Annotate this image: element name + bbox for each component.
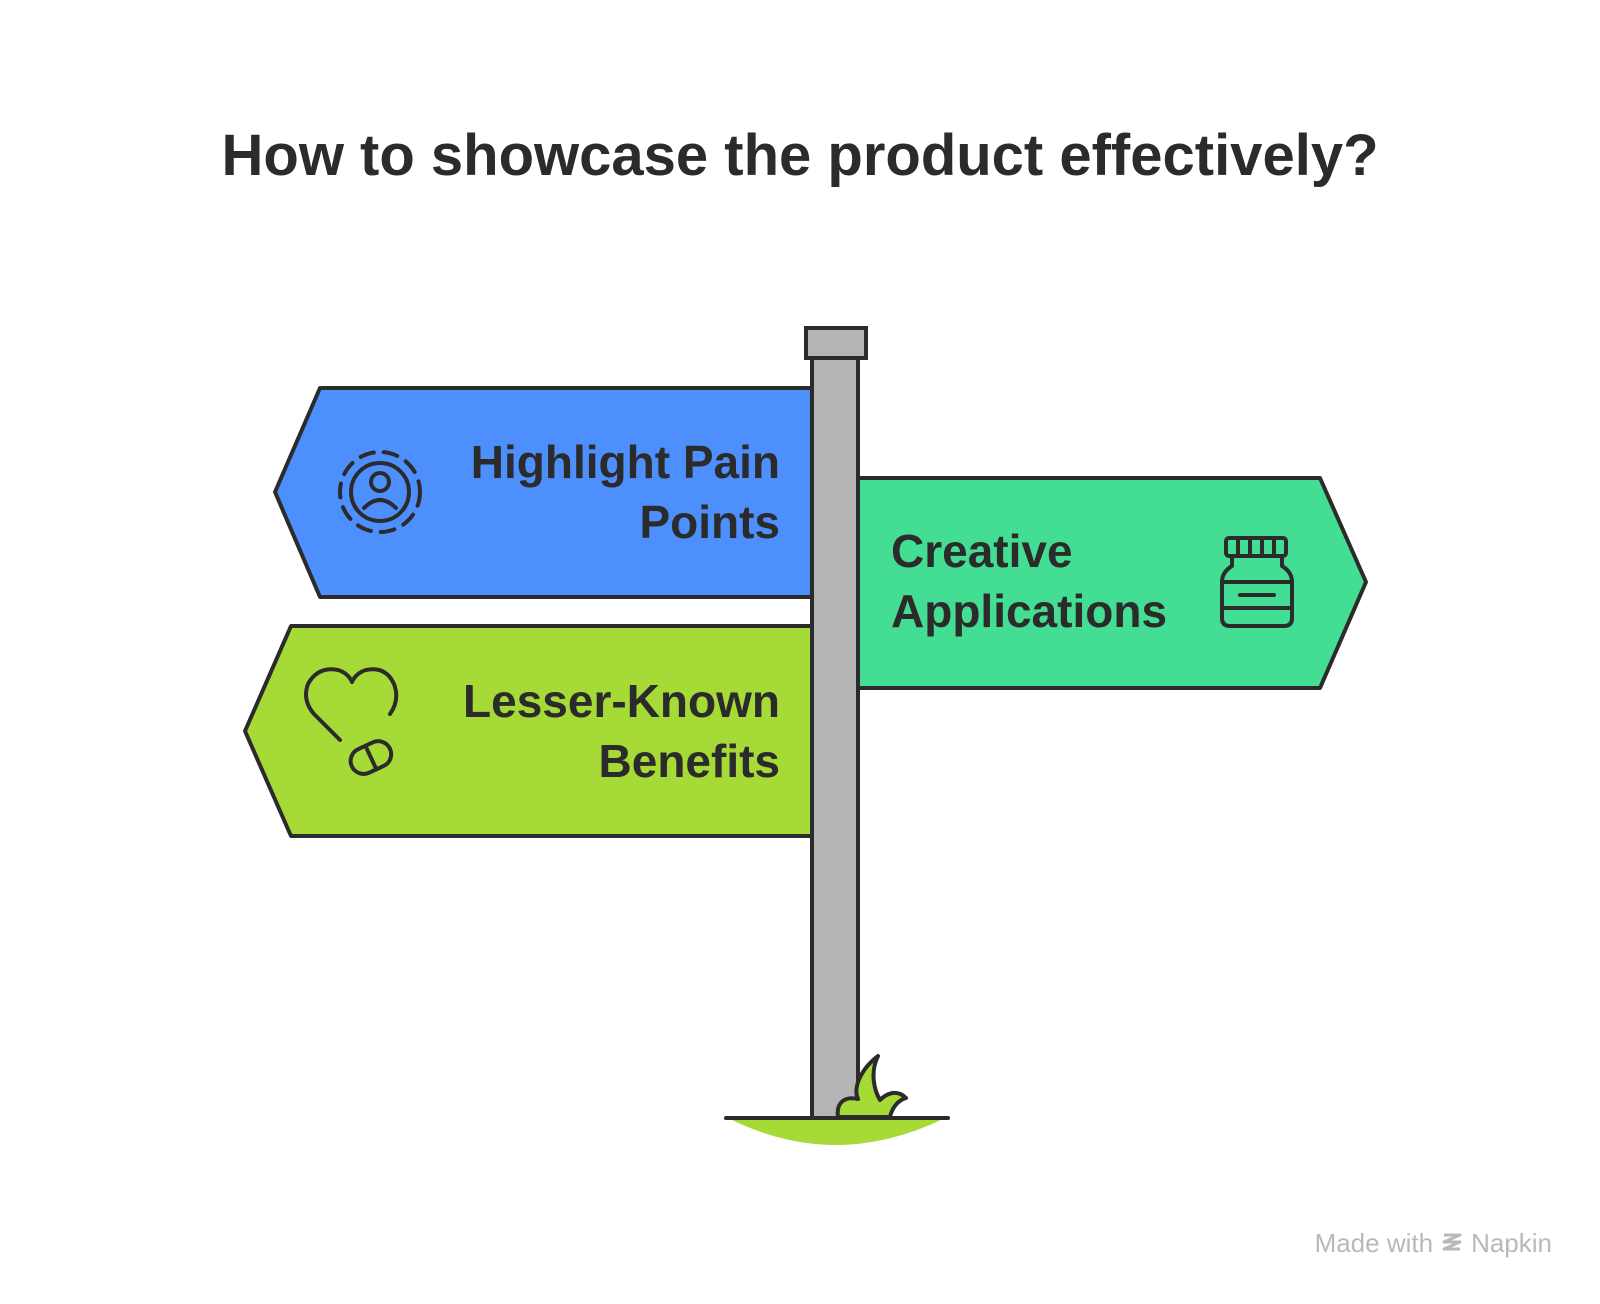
sign-label-lesser-known-benefits: Lesser-Known Benefits bbox=[400, 671, 780, 791]
jar-icon bbox=[1220, 536, 1294, 628]
target-person-icon bbox=[338, 450, 422, 534]
sign-label-pain-line2: Points bbox=[639, 496, 780, 548]
sign-label-benefits-line1: Lesser-Known bbox=[463, 675, 780, 727]
sign-label-pain-points: Highlight Pain Points bbox=[420, 432, 780, 552]
page-title: How to showcase the product effectively? bbox=[221, 123, 1379, 188]
pole bbox=[810, 354, 860, 1120]
grass-mound bbox=[728, 1118, 945, 1145]
sign-label-benefits-line2: Benefits bbox=[598, 735, 780, 787]
sign-lesser-known-benefits bbox=[243, 624, 814, 838]
pole-cap bbox=[804, 326, 868, 360]
sign-label-creative-applications: Creative Applications bbox=[891, 521, 1211, 641]
grass-tuft bbox=[835, 1054, 908, 1119]
sign-label-pain-line1: Highlight Pain bbox=[470, 436, 780, 488]
sign-label-creative-line2: Applications bbox=[891, 585, 1168, 637]
heart-pill-icon bbox=[304, 667, 399, 776]
sign-pain-points bbox=[273, 386, 814, 599]
watermark-brand: Napkin bbox=[1471, 1228, 1552, 1258]
sign-creative-applications bbox=[856, 476, 1368, 690]
napkin-watermark: Made with Napkin bbox=[1315, 1228, 1552, 1259]
sign-label-creative-line1: Creative bbox=[891, 525, 1073, 577]
watermark-prefix: Made with bbox=[1314, 1228, 1434, 1258]
napkin-logo-icon bbox=[1442, 1233, 1462, 1250]
